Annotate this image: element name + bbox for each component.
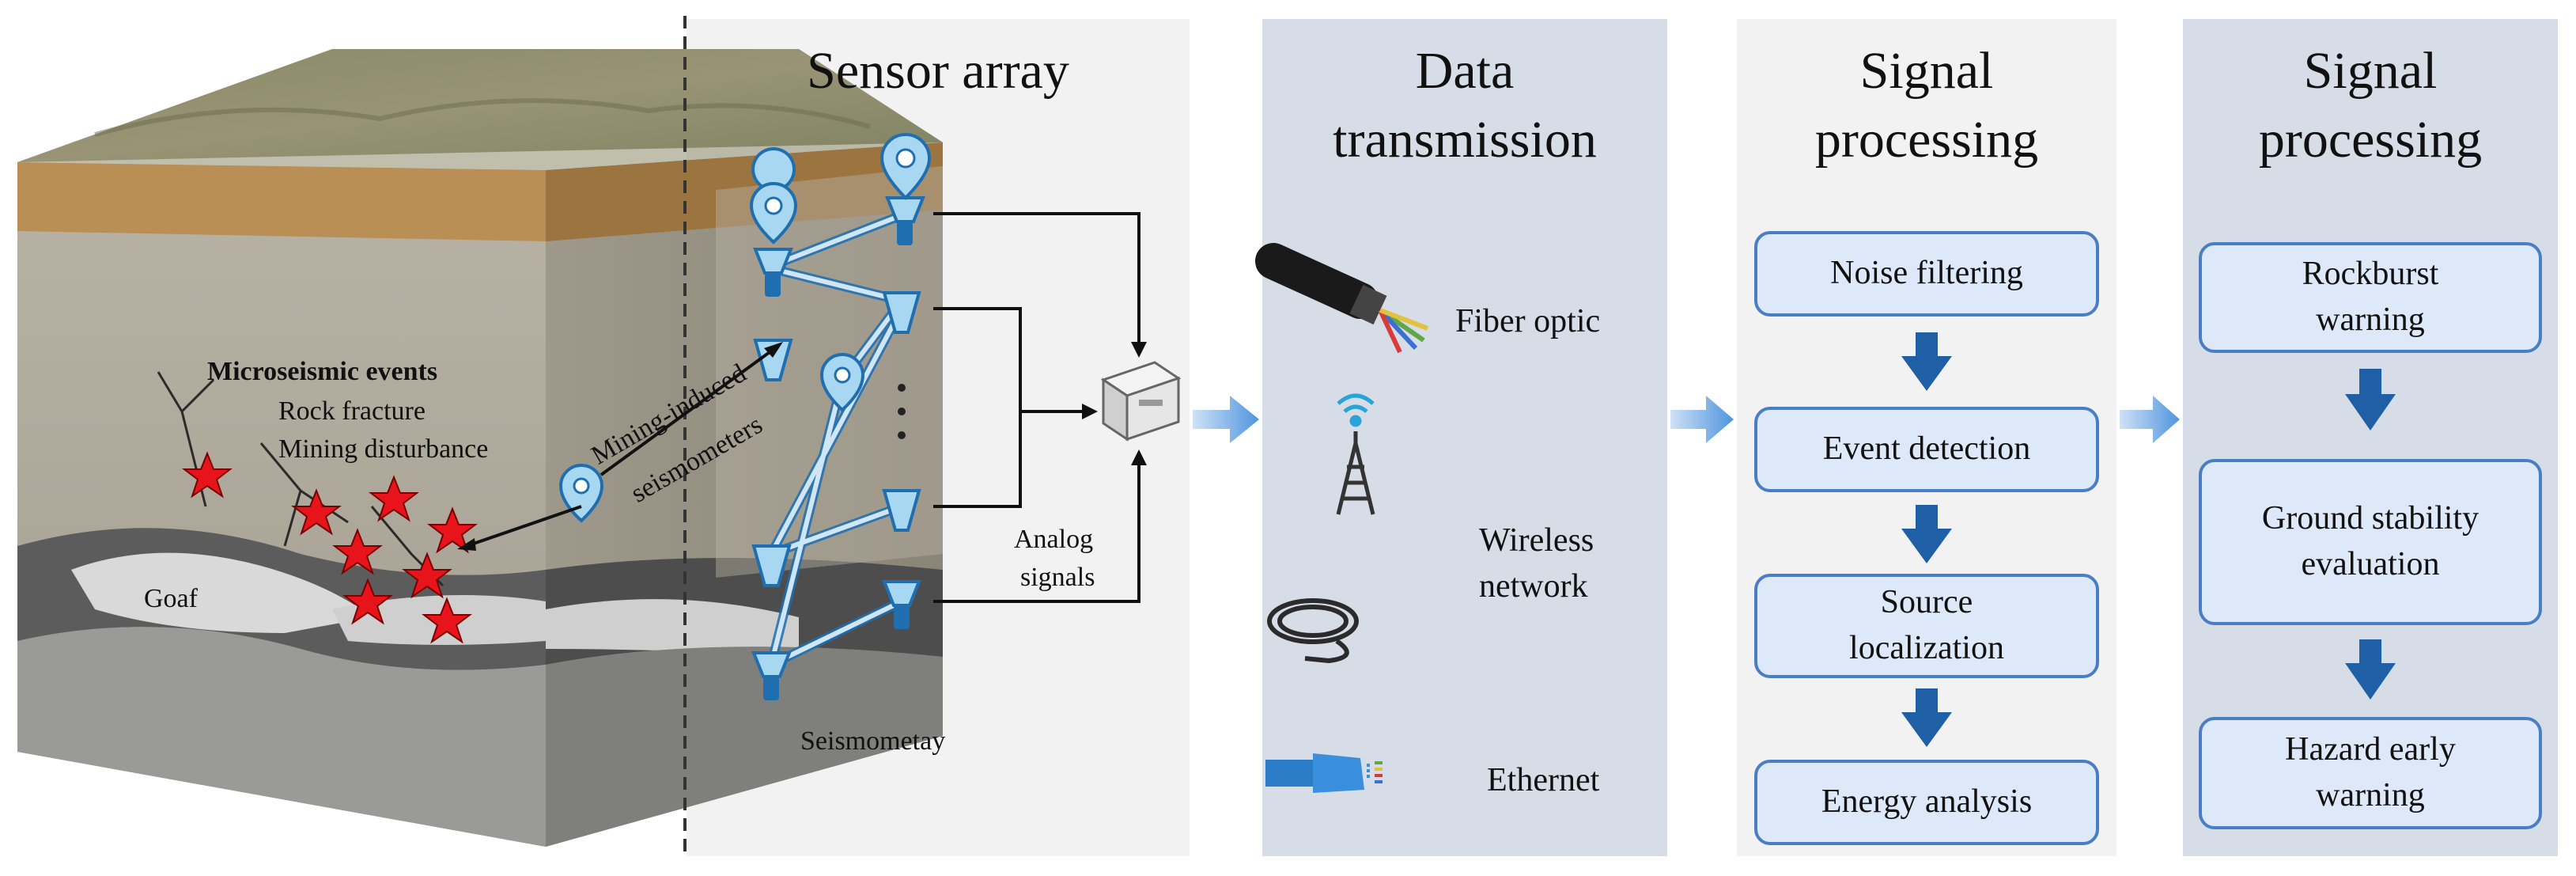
cable-coil-icon: [1267, 598, 1359, 664]
ethernet-label: Ethernet: [1487, 762, 1600, 798]
sensor-array-title: Sensor array: [807, 42, 1069, 100]
application-panel: [2183, 19, 2558, 856]
analog-label: Analog: [1014, 525, 1094, 554]
down-arrow-icon: [2345, 369, 2396, 430]
rockburst-warning-box: Rockburst warning: [2199, 242, 2542, 353]
seismometer-icon: [753, 248, 793, 275]
step-label: warning: [2316, 301, 2425, 338]
data-transmission-panel: [1262, 19, 1667, 856]
event-detection-box: Event detection: [1754, 407, 2099, 492]
flow-arrow-3: [2120, 396, 2180, 443]
hazard-warning-box: Hazard early warning: [2199, 717, 2542, 829]
star-marker: [332, 528, 383, 575]
network-label: network: [1479, 568, 1588, 605]
star-marker: [402, 552, 452, 599]
star-marker: [369, 475, 419, 522]
fiber-optic-icon: [1255, 243, 1429, 354]
fiber-optic-label: Fiber optic: [1455, 303, 1601, 339]
step-label: warning: [2316, 777, 2425, 813]
energy-analysis-box: Energy analysis: [1754, 760, 2099, 845]
signals-label: signals: [1020, 563, 1095, 592]
data-logger-icon: [1100, 361, 1182, 442]
seismometer-icon: [753, 339, 793, 381]
star-marker: [182, 451, 233, 499]
star-marker: [422, 597, 472, 644]
seismometer-icon: [882, 291, 921, 334]
source-localization-box: Source localization: [1754, 574, 2099, 678]
title-line: processing: [1814, 111, 2039, 169]
ground-stability-box: Ground stability evaluation: [2199, 459, 2542, 625]
title-line: processing: [2258, 111, 2483, 169]
flow-arrow-2: [1670, 396, 1734, 443]
down-arrow-icon: [1901, 332, 1952, 391]
seismometer-icon: [751, 651, 792, 678]
goaf-area: [71, 552, 372, 633]
ethernet-icon: [1265, 753, 1383, 793]
seismometer-icon: [882, 489, 921, 532]
step-label: Ground stability: [2261, 500, 2480, 537]
star-marker: [427, 506, 478, 554]
seismometer-icon: [751, 544, 792, 587]
title-line: Signal: [1859, 42, 1994, 100]
signal-processing-title: Signal processing: [1737, 36, 2116, 174]
step-label: evaluation: [2301, 546, 2440, 582]
down-arrow-icon: [2345, 639, 2396, 700]
step-label: Rockburst: [2302, 256, 2439, 293]
wireless-label: Wireless: [1479, 522, 1594, 559]
step-label: Energy analysis: [1821, 783, 2033, 821]
mining-disturbance-label: Mining disturbance: [278, 434, 489, 464]
rock-fracture-label: Rock fracture: [278, 396, 426, 426]
down-arrow-icon: [1901, 688, 1952, 747]
goaf-label: Goaf: [144, 584, 198, 613]
title-line: Signal: [2303, 42, 2438, 100]
seismometer-icon: [882, 580, 921, 607]
down-arrow-icon: [1901, 505, 1952, 563]
application-title: Signal processing: [2183, 36, 2558, 174]
noise-filtering-box: Noise filtering: [1754, 231, 2099, 317]
seismometer-caption: Seismometay: [800, 726, 946, 756]
step-label: localization: [1849, 630, 2004, 666]
flow-arrow-1: [1193, 396, 1259, 443]
title-line: transmission: [1333, 111, 1597, 169]
step-label: Source: [1880, 584, 1973, 621]
step-label: Hazard early: [2285, 731, 2456, 768]
wireless-tower-icon: [1336, 393, 1375, 515]
seismometer-icon: [885, 196, 925, 223]
data-transmission-title: Data transmission: [1262, 36, 1667, 174]
step-label: Noise filtering: [1830, 255, 2023, 292]
microseismic-events-label: Microseismic events: [207, 357, 438, 386]
star-marker: [291, 488, 342, 536]
star-marker: [342, 578, 393, 625]
title-line: Data: [1415, 42, 1515, 100]
step-label: Event detection: [1822, 430, 2031, 468]
